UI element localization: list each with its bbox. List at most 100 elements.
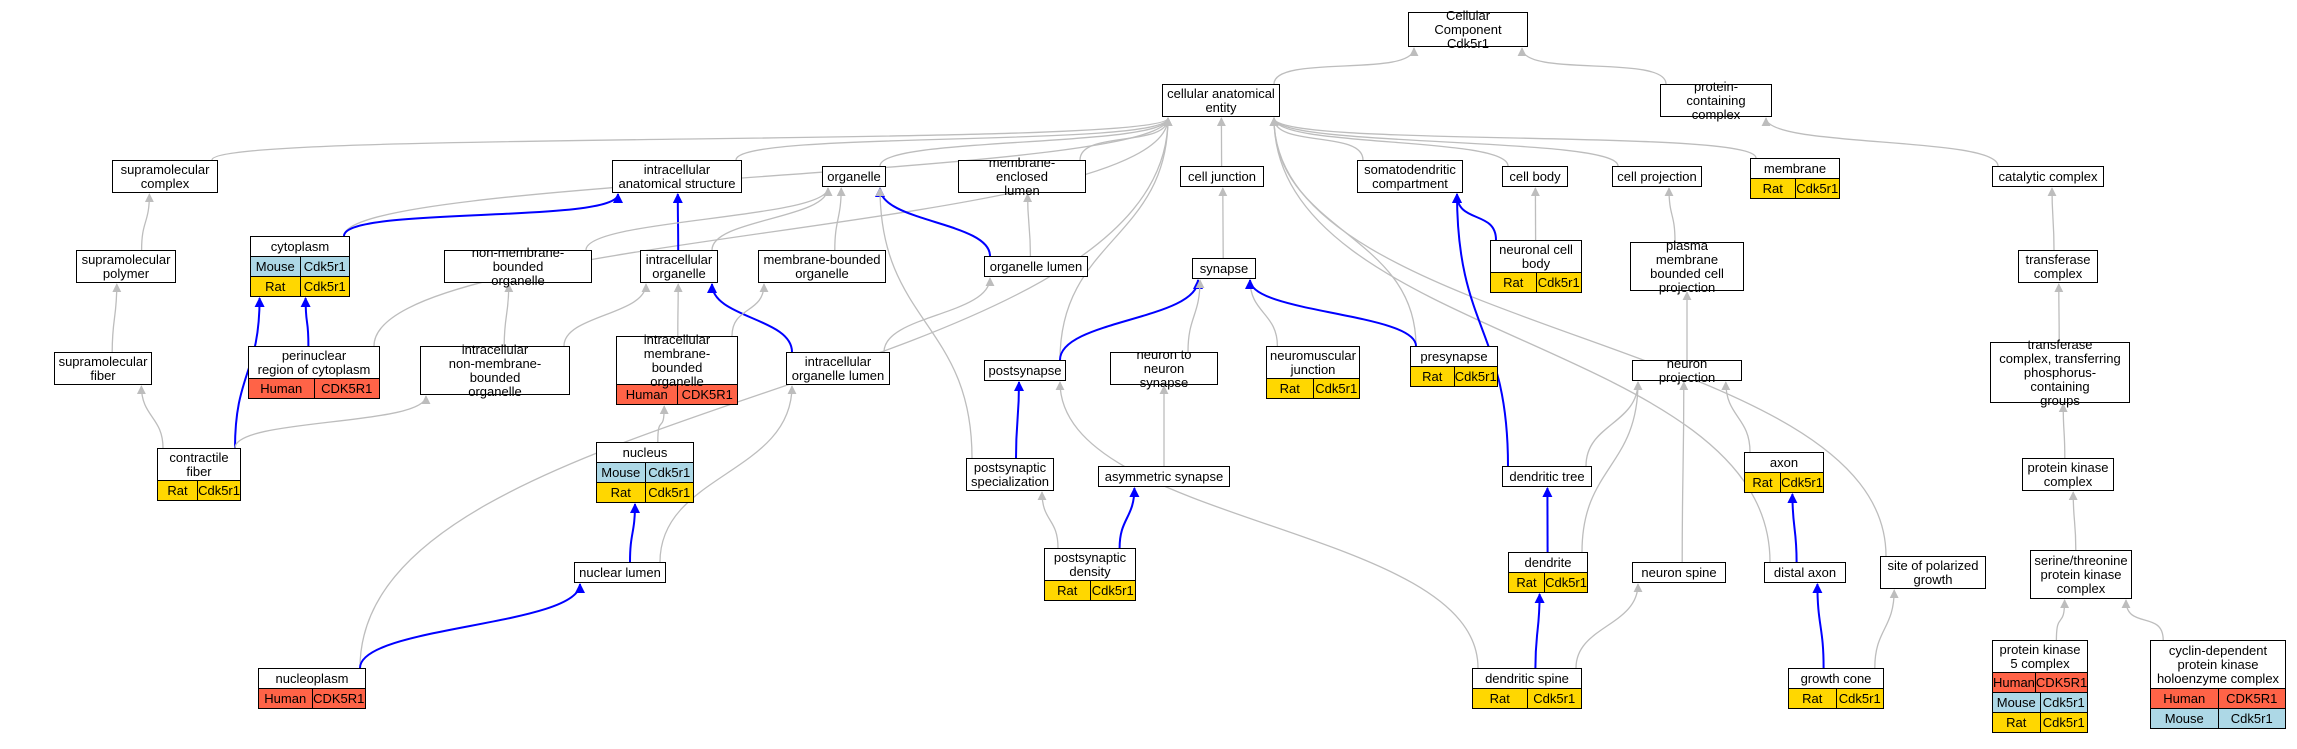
go-term-label: distal axon: [1773, 564, 1837, 580]
edge-neuromuscular-junction-to-synapse: [1245, 279, 1279, 347]
go-term-cell-projection[interactable]: cell projection: [1612, 166, 1702, 187]
go-term-intracellular-non-membrane-bounded-organelle[interactable]: intracellular non-membrane-bounded organ…: [420, 342, 570, 398]
go-term-label: catalytic complex: [1998, 168, 2098, 184]
edge-nuclear-lumen-to-intracellular-organelle-lumen: [659, 385, 797, 563]
go-term-cellular-anatomical-entity[interactable]: cellular anatomical entity: [1162, 84, 1280, 117]
go-term-cell-junction[interactable]: cell junction: [1180, 166, 1264, 187]
species-label: Rat: [2006, 715, 2027, 730]
edge-membrane-bounded-organelle-to-organelle: [834, 187, 846, 251]
go-term-intracellular-anatomical-structure[interactable]: intracellular anatomical structure: [612, 160, 742, 193]
edge-cyclin-dependent-holoenzyme-to-serine-threonine-protein-kinase-complex: [2121, 599, 2164, 641]
edge-organelle-lumen-to-membrane-enclosed-lumen: [1023, 193, 1033, 257]
edge-dendrite-to-neuron-projection: [1581, 381, 1643, 553]
go-term-plasma-membrane-bounded-cell-projection[interactable]: plasma membrane bounded cell projection: [1630, 238, 1744, 294]
go-term-label: dendritic spine: [1485, 670, 1569, 686]
go-term-label: protein kinase complex: [2027, 459, 2109, 489]
go-term-intracellular-organelle[interactable]: intracellular organelle: [640, 250, 718, 283]
edge-intracellular-organelle-to-organelle: [711, 187, 833, 251]
go-term-label: neuromuscular junction: [1270, 347, 1356, 377]
go-term-supramolecular-complex[interactable]: supramolecular complex: [112, 160, 218, 193]
go-term-label: Cellular Component Cdk5r1: [1434, 7, 1502, 51]
go-term-label: nuclear lumen: [579, 564, 661, 580]
go-term-root[interactable]: Cellular Component Cdk5r1: [1408, 7, 1528, 51]
go-term-label: intracellular anatomical structure: [618, 161, 736, 191]
go-term-transferase-phospho[interactable]: transferase complex, transferring phosph…: [1990, 337, 2130, 407]
go-term-cell-body[interactable]: cell body: [1502, 166, 1568, 187]
edge-growth-cone-to-distal-axon: [1812, 583, 1825, 669]
go-term-intracellular-organelle-lumen[interactable]: intracellular organelle lumen: [786, 352, 890, 385]
go-term-supramolecular-polymer[interactable]: supramolecular polymer: [76, 250, 176, 283]
go-term-label: neuronal cell body: [1499, 241, 1573, 271]
go-term-protein-containing-complex[interactable]: protein-containing complex: [1660, 79, 1772, 121]
edge-organelle-lumen-to-organelle: [875, 187, 991, 257]
edge-presynapse-to-synapse: [1245, 279, 1417, 347]
go-term-postsynapse[interactable]: postsynapse: [984, 360, 1066, 381]
go-term-neuron-projection[interactable]: neuron projection: [1632, 356, 1742, 384]
go-term-label: site of polarized growth: [1887, 557, 1979, 587]
edge-axon-to-neuron-projection: [1721, 381, 1751, 453]
edge-intracellular-non-membrane-bounded-organelle-to-intracellular-organelle: [563, 283, 651, 347]
go-term-distal-axon[interactable]: distal axon: [1764, 562, 1846, 583]
go-term-protein-kinase-complex[interactable]: protein kinase complex: [2022, 458, 2114, 491]
go-term-membrane-bounded-organelle[interactable]: membrane-bounded organelle: [758, 250, 886, 283]
species-label: Rat: [1057, 583, 1078, 598]
go-term-asymmetric-synapse[interactable]: asymmetric synapse: [1098, 466, 1230, 487]
go-term-neuron-spine[interactable]: neuron spine: [1632, 562, 1726, 583]
gene-label: Cdk5r1: [197, 481, 240, 500]
go-term-dendritic-tree[interactable]: dendritic tree: [1502, 466, 1592, 487]
edge-supramolecular-complex-to-cellular-anatomical-entity: [211, 117, 1173, 161]
go-term-label: cellular anatomical entity: [1167, 85, 1275, 115]
go-term-serine-threonine-protein-kinase-complex[interactable]: serine/threonine protein kinase complex: [2030, 550, 2132, 599]
edge-contractile-fiber-to-supramolecular-fiber: [136, 385, 164, 449]
go-term-postsynaptic-specialization[interactable]: postsynaptic specialization: [966, 458, 1054, 491]
edge-postsynaptic-specialization-to-postsynapse: [1013, 381, 1024, 459]
go-term-membrane-enclosed-lumen[interactable]: membrane-enclosed lumen: [958, 155, 1086, 197]
go-term-site-of-polarized-growth[interactable]: site of polarized growth: [1880, 556, 1986, 589]
edge-perinuclear-region-to-cellular-anatomical-entity: [373, 117, 1173, 347]
go-term-label: somatodendritic compartment: [1364, 161, 1456, 191]
go-term-label: axon: [1769, 454, 1799, 470]
go-term-nuclear-lumen[interactable]: nuclear lumen: [574, 562, 666, 583]
edge-nucleus-to-intracellular-membrane-bounded-organelle: [657, 405, 669, 443]
gene-label: Cdk5r1: [1526, 689, 1582, 708]
go-term-synapse[interactable]: synapse: [1192, 258, 1256, 279]
go-term-supramolecular-fiber[interactable]: supramolecular fiber: [54, 352, 152, 385]
go-term-label: transferase complex: [2025, 251, 2091, 281]
gene-label: Cdk5r1: [1544, 573, 1587, 592]
go-term-neuron-to-neuron-synapse[interactable]: neuron to neuron synapse: [1110, 347, 1218, 389]
go-term-somatodendritic-compartment[interactable]: somatodendritic compartment: [1357, 160, 1463, 193]
go-term-label: non-membrane-bounded organelle: [471, 244, 565, 288]
go-term-organelle-lumen[interactable]: organelle lumen: [984, 256, 1088, 277]
edge-intracellular-membrane-bounded-organelle-to-membrane-bounded-organelle: [731, 283, 769, 337]
go-term-catalytic-complex[interactable]: catalytic complex: [1992, 166, 2104, 187]
edge-postsynaptic-density-to-postsynaptic-specialization: [1037, 491, 1059, 549]
edge-intracellular-non-membrane-bounded-organelle-to-non-membrane-bounded-organelle: [503, 283, 514, 347]
edge-neuron-to-neuron-synapse-to-synapse: [1187, 279, 1205, 353]
go-term-cyclin-dependent-holoenzyme[interactable]: cyclin-dependent protein kinase holoenzy…: [2150, 640, 2286, 729]
go-term-intracellular-membrane-bounded-organelle[interactable]: intracellular membrane-bounded organelle…: [616, 332, 738, 405]
go-term-non-membrane-bounded-organelle[interactable]: non-membrane-bounded organelle: [444, 244, 592, 288]
go-term-transferase-complex[interactable]: transferase complex: [2018, 250, 2098, 283]
go-term-organelle[interactable]: organelle: [822, 166, 886, 187]
gene-label: Cdk5r1: [1453, 367, 1497, 386]
